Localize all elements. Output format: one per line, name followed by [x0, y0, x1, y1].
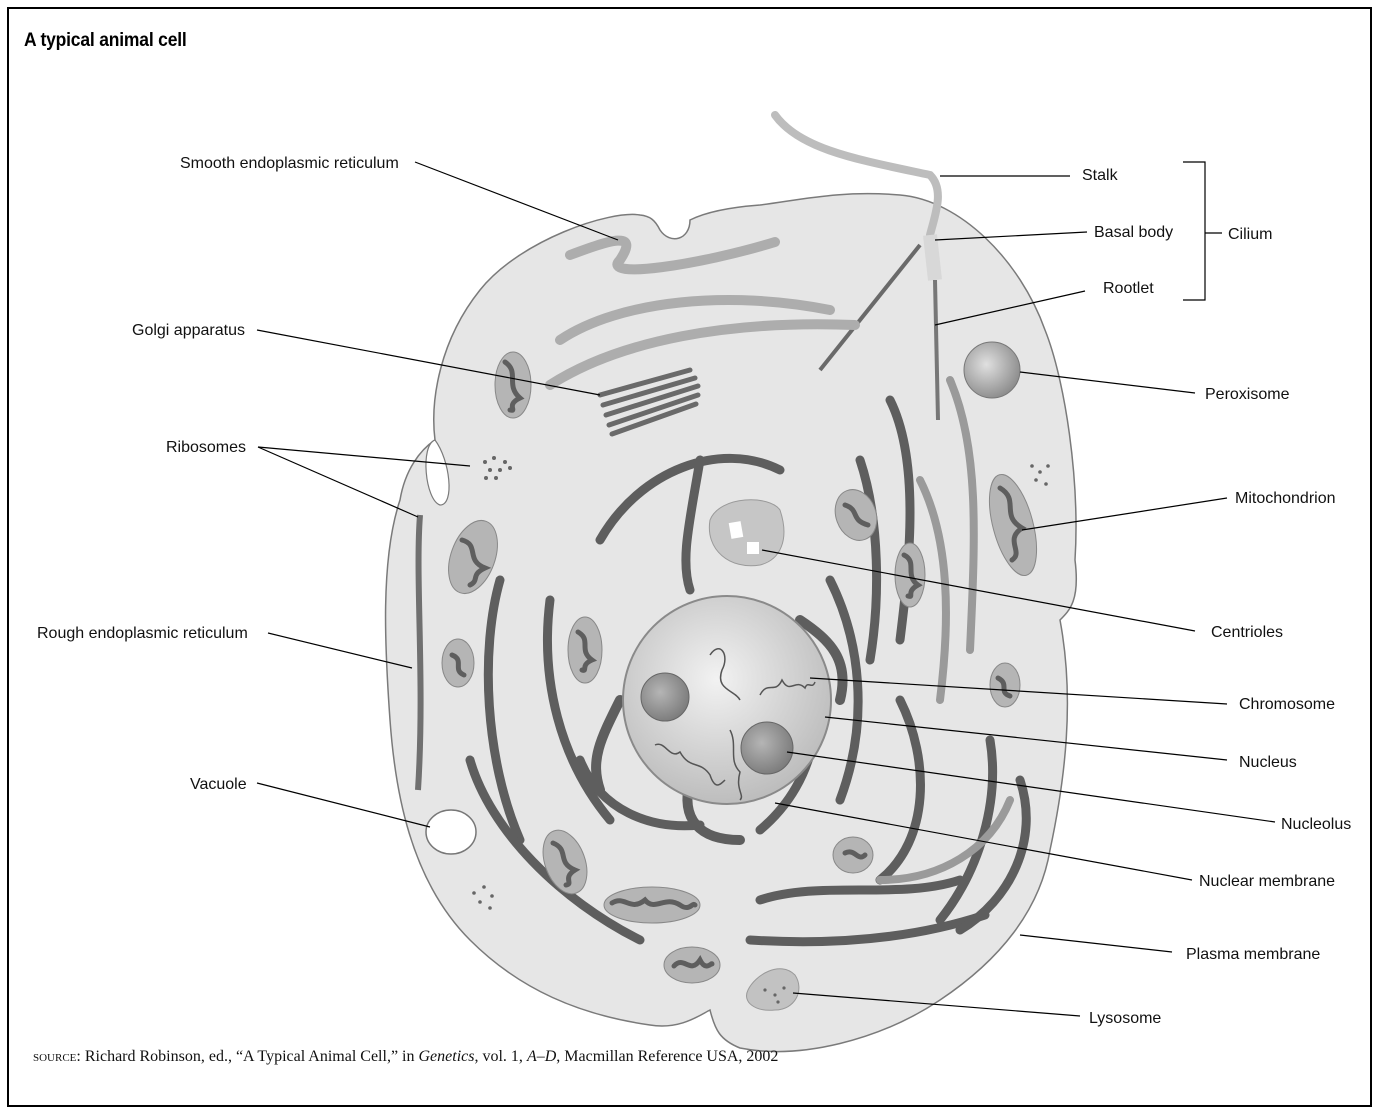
label-nuclear-membrane: Nuclear membrane [1199, 873, 1335, 890]
label-peroxisome: Peroxisome [1205, 386, 1290, 403]
label-smooth-er: Smooth endoplasmic reticulum [180, 155, 399, 172]
label-centrioles: Centrioles [1211, 624, 1283, 641]
label-basal-body: Basal body [1094, 224, 1173, 241]
label-lysosome: Lysosome [1089, 1010, 1161, 1027]
rough-er-shape [418, 515, 421, 790]
nucleolus-shape [741, 722, 793, 774]
label-plasma-membrane: Plasma membrane [1186, 946, 1320, 963]
source-text-1: Richard Robinson, ed., “A Typical Animal… [81, 1048, 419, 1065]
peroxisome-shape [964, 342, 1020, 398]
label-cilium: Cilium [1228, 226, 1272, 243]
source-text-2: , vol. 1, [474, 1048, 526, 1065]
label-stalk: Stalk [1082, 167, 1119, 184]
label-golgi: Golgi apparatus [132, 322, 245, 339]
source-prefix: SOURCE: [33, 1048, 81, 1065]
nucleolus-left-shape [641, 673, 689, 721]
label-vacuole: Vacuole [190, 776, 247, 793]
source-text-3: , Macmillan Reference USA, 2002 [556, 1048, 778, 1065]
source-volume: A–D [527, 1048, 556, 1065]
vacuole-shape [426, 810, 476, 854]
label-rough-er: Rough endoplasmic reticulum [37, 625, 248, 642]
label-nucleolus: Nucleolus [1281, 816, 1351, 833]
label-rootlet: Rootlet [1103, 280, 1154, 297]
label-mitochondrion: Mitochondrion [1235, 490, 1336, 507]
label-ribosomes: Ribosomes [166, 439, 246, 456]
label-nucleus: Nucleus [1239, 754, 1297, 771]
label-chromosome: Chromosome [1239, 696, 1335, 713]
source-note: SOURCE: Richard Robinson, ed., “A Typica… [33, 1048, 778, 1066]
source-book: Genetics [419, 1048, 475, 1065]
